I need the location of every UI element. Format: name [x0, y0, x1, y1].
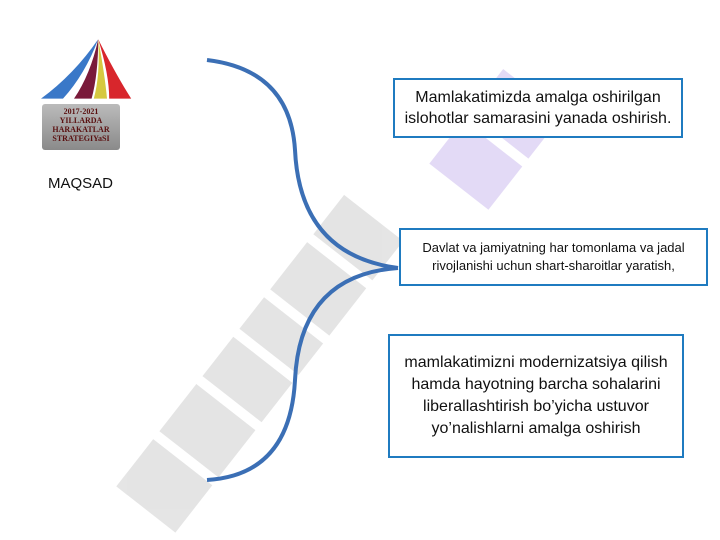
logo-text: 2017-2021 — [63, 107, 99, 116]
goal-box-3: mamlakatimizni modernizatsiya qilish ham… — [388, 334, 684, 458]
goal-text: Mamlakatimizda amalga oshirilgan islohot… — [404, 89, 672, 127]
maqsad-label: MAQSAD — [48, 175, 114, 192]
logo-text: YILLARDA — [59, 116, 103, 125]
goal-text: Davlat va jamiyatning har tomonlama va j… — [422, 240, 685, 273]
logo-tent-icon — [41, 39, 132, 99]
logo-text: STRATEGIYaSI — [52, 134, 110, 143]
goal-box-2: Davlat va jamiyatning har tomonlama va j… — [399, 228, 708, 286]
goal-text: mamlakatimizni modernizatsiya qilish ham… — [404, 354, 668, 437]
logo-plate: 2017-2021 YILLARDA HARAKATLAR STRATEGIYa… — [42, 104, 120, 150]
goal-box-1: Mamlakatimizda amalga oshirilgan islohot… — [393, 78, 683, 138]
logo-text: HARAKATLAR — [52, 125, 110, 134]
